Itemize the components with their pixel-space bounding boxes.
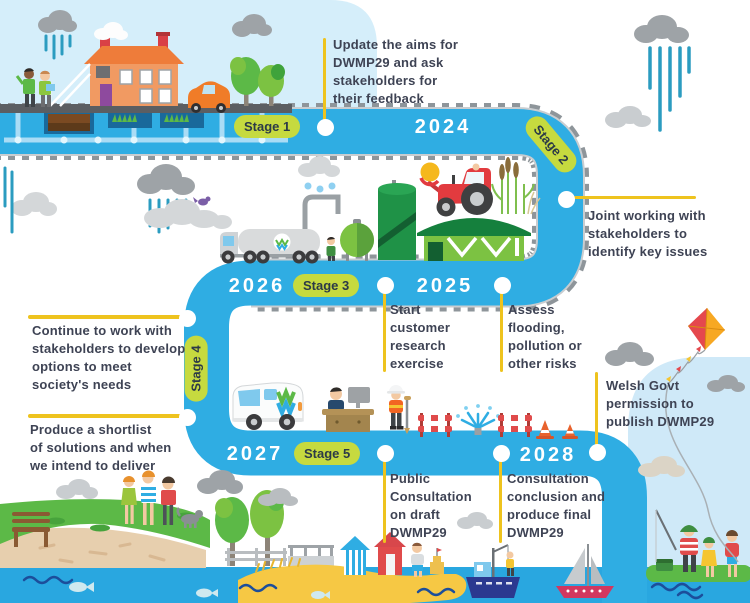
callout-line-permission [595, 372, 598, 448]
cloud-small-right [707, 375, 745, 392]
fish [69, 582, 330, 599]
barn [417, 218, 531, 261]
car [188, 81, 230, 113]
milestone-dot-conclusion [493, 445, 510, 462]
annotation-assess: Assess flooding, pollution or other risk… [508, 302, 582, 371]
callout-line-consultation [383, 461, 386, 543]
stage-badge-3: Stage 3 [293, 274, 360, 297]
cloud-park-1 [197, 470, 282, 501]
reeds [491, 157, 541, 215]
stage-badge-5: Stage 5 [294, 442, 361, 465]
milestone-dot-stage1 [317, 119, 334, 136]
roadworks-barrier-2 [498, 413, 532, 437]
callout-line-stage2 [574, 196, 696, 199]
left-edge-rain [3, 166, 14, 234]
drizzle-cloud [298, 156, 340, 193]
sea-waves [22, 575, 704, 600]
traffic-cones [536, 420, 578, 439]
kite-string [665, 384, 739, 563]
milestone-dot-permission [589, 444, 606, 461]
year-2026: 2026 [228, 275, 286, 297]
annotation-options: Continue to work with stakeholders to de… [32, 323, 186, 392]
cloud-park-2 [258, 488, 298, 506]
van [232, 382, 304, 430]
beach-hut-red [374, 532, 406, 575]
fishing-boat [466, 544, 520, 598]
cloud-welsh-govt [605, 342, 654, 366]
annotation-research: Start customer research exercise [390, 302, 451, 371]
milestone-dot-shortlist [179, 409, 196, 426]
construction-worker [387, 385, 411, 434]
rain-cloud-top-right [634, 15, 691, 132]
dog [176, 507, 203, 528]
beach-sand [238, 557, 467, 603]
office-desk [322, 387, 374, 432]
worker-small [326, 236, 336, 261]
burst-pipe-spray [456, 404, 500, 435]
milestone-dot-assess [494, 277, 511, 294]
annotation-permission: Welsh Govt permission to publish DWMP29 [606, 378, 715, 429]
storage-tank [378, 180, 416, 260]
promenade-fence [225, 548, 287, 566]
sky-bottom-right [628, 357, 750, 603]
cloud-park-3 [56, 479, 98, 499]
sailboat [556, 544, 614, 598]
bird-icon [193, 196, 211, 206]
callout-line-research [383, 292, 386, 372]
beach-person [411, 542, 424, 577]
callout-line-conclusion [499, 461, 502, 543]
sandcastle [430, 548, 444, 574]
cloud-white [94, 22, 128, 40]
sphere-tank [340, 219, 374, 261]
couple [15, 68, 55, 107]
roadworks-barrier-1 [418, 413, 452, 437]
park-people [121, 470, 176, 525]
annotation-stage2: Joint working with stakeholders to ident… [588, 208, 708, 259]
milestone-dot-consultation [377, 445, 394, 462]
cloud-beach [457, 512, 493, 529]
callout-line-assess [500, 292, 503, 372]
milestone-dot-stage2 [558, 191, 575, 208]
park-bench [12, 512, 50, 547]
street-trees [230, 57, 285, 106]
annotation-consultation: Public Consultation on draft DWMP29 [390, 471, 472, 540]
callout-line-stage1 [323, 38, 326, 124]
fishing-family [646, 509, 750, 582]
cloud-left-mid [11, 192, 57, 216]
year-2024: 2024 [414, 116, 472, 138]
milestone-dot-research [377, 277, 394, 294]
park-headland [0, 499, 210, 568]
callout-line-options [28, 315, 185, 319]
callout-line-shortlist [28, 414, 185, 418]
milestone-dot-options [179, 310, 196, 327]
year-2025: 2025 [416, 275, 474, 297]
year-2027: 2027 [226, 443, 284, 465]
annotation-shortlist: Produce a shortlist of solutions and whe… [30, 422, 172, 473]
cloud-beige [638, 456, 685, 477]
cloud-gray-top [232, 14, 272, 37]
cloud-with-bird [144, 196, 232, 229]
annotation-conclusion: Consultation conclusion and produce fina… [507, 471, 606, 540]
annotation-stage1: Update the aims for DWMP29 and ask stake… [333, 37, 459, 106]
beach-hut-blue [340, 536, 370, 575]
tractor [419, 162, 493, 217]
stage-badge-1: Stage 1 [234, 115, 301, 138]
tanker-truck [220, 229, 320, 264]
cloud-light-right [605, 106, 651, 128]
year-2028: 2028 [519, 444, 577, 466]
street-bar [0, 104, 292, 113]
process-pipe [302, 194, 341, 229]
rain-cloud-top-left [38, 10, 77, 60]
kite [665, 307, 739, 563]
